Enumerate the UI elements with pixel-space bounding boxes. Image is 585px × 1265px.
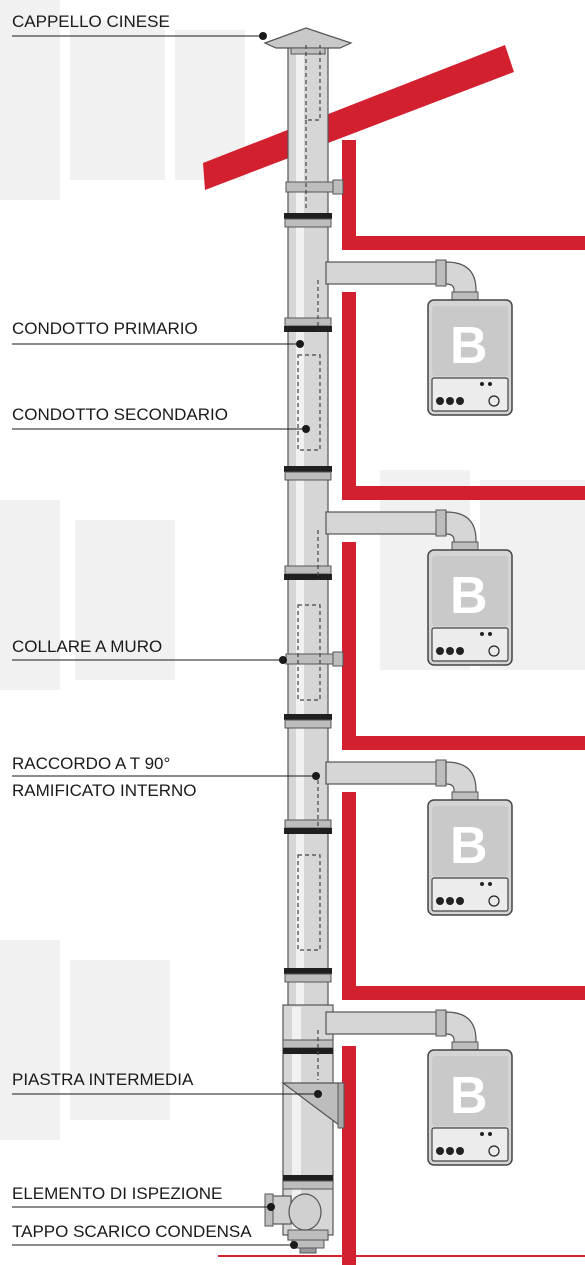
svg-text:COLLARE A MURO: COLLARE A MURO: [12, 637, 162, 656]
boiler-icon: B: [427, 549, 513, 666]
svg-text:B: B: [450, 1067, 488, 1125]
label-condotto-primario: CONDOTTO PRIMARIO: [12, 319, 304, 348]
label-condotto-secondario: CONDOTTO SECONDARIO: [12, 405, 310, 433]
branch-pipe-4: [325, 1009, 479, 1051]
svg-text:B: B: [450, 567, 488, 625]
boiler-icon: B: [427, 799, 513, 916]
label-tappo-scarico: TAPPO SCARICO CONDENSA: [12, 1222, 298, 1249]
label-raccordo: RACCORDO A T 90° RAMIFICATO INTERNO: [12, 754, 320, 800]
svg-text:CONDOTTO PRIMARIO: CONDOTTO PRIMARIO: [12, 319, 198, 338]
boiler-icon: B: [427, 299, 513, 416]
branch-pipes: [325, 259, 479, 1051]
svg-text:PIASTRA INTERMEDIA: PIASTRA INTERMEDIA: [12, 1070, 194, 1089]
label-piastra-intermedia: PIASTRA INTERMEDIA: [12, 1070, 322, 1098]
label-elemento-ispezione: ELEMENTO DI ISPEZIONE: [12, 1184, 275, 1211]
svg-text:B: B: [450, 317, 488, 375]
svg-text:TAPPO SCARICO CONDENSA: TAPPO SCARICO CONDENSA: [12, 1222, 252, 1241]
inspection-element: [264, 1193, 322, 1231]
wall-collars: [285, 179, 344, 667]
boiler-icon: B: [427, 1049, 513, 1166]
svg-text:CONDOTTO SECONDARIO: CONDOTTO SECONDARIO: [12, 405, 228, 424]
chimney-cap-icon: [263, 27, 353, 55]
branch-pipe-1: [325, 259, 479, 301]
svg-text:B: B: [450, 817, 488, 875]
roof: [203, 45, 514, 190]
branch-pipe-2: [325, 509, 479, 551]
svg-text:ELEMENTO DI ISPEZIONE: ELEMENTO DI ISPEZIONE: [12, 1184, 222, 1203]
svg-text:RACCORDO A T 90°: RACCORDO A T 90°: [12, 754, 170, 773]
svg-text:CAPPELLO CINESE: CAPPELLO CINESE: [12, 12, 170, 31]
label-collare-a-muro: COLLARE A MURO: [12, 637, 287, 664]
pipe-joints: [282, 213, 334, 1241]
branch-pipe-3: [325, 759, 479, 801]
secondary-duct: [297, 45, 321, 1080]
building-walls: [342, 140, 585, 1265]
svg-text:RAMIFICATO INTERNO: RAMIFICATO INTERNO: [12, 781, 197, 800]
label-cappello-cinese: CAPPELLO CINESE: [12, 12, 267, 40]
